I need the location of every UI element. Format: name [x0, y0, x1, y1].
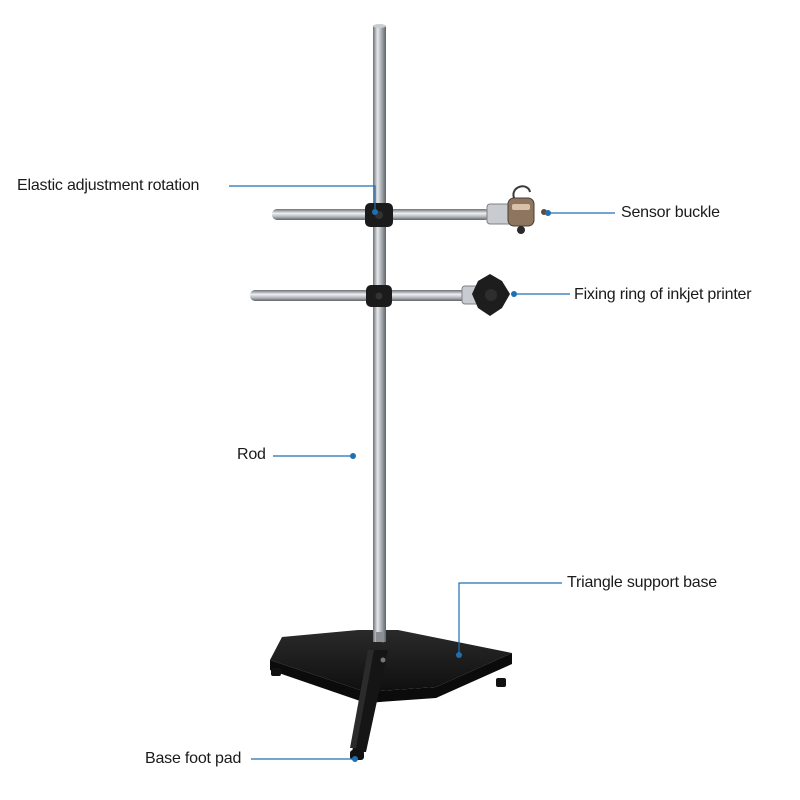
- rod: [373, 24, 386, 642]
- label-fixing-ring: Fixing ring of inkjet printer: [574, 286, 752, 303]
- triangle-support-base: [270, 630, 512, 752]
- sensor-buckle-part: [507, 185, 547, 234]
- dot-triangle-base: [456, 652, 462, 658]
- leader-dots: [350, 209, 551, 762]
- upper-arm: [272, 185, 547, 234]
- upper-clamp: [365, 203, 393, 227]
- label-elastic-adjustment-rotation: Elastic adjustment rotation: [17, 177, 200, 194]
- fixing-ring-knob: [472, 274, 510, 316]
- dot-base-foot-pad: [352, 756, 358, 762]
- leader-triangle-base: [458, 582, 562, 655]
- label-rod: Rod: [237, 446, 266, 463]
- dot-rod: [350, 453, 356, 459]
- leader-elastic-adjustment: [229, 185, 376, 212]
- dot-sensor-buckle: [545, 210, 551, 216]
- dot-fixing-ring: [511, 291, 517, 297]
- lower-clamp: [366, 285, 392, 307]
- lower-arm: [250, 274, 510, 316]
- label-sensor-buckle: Sensor buckle: [621, 204, 720, 221]
- leader-lines: [229, 185, 615, 760]
- dot-elastic-adjustment: [372, 209, 378, 215]
- label-base-foot-pad: Base foot pad: [145, 750, 242, 767]
- label-triangle-support-base: Triangle support base: [567, 574, 717, 591]
